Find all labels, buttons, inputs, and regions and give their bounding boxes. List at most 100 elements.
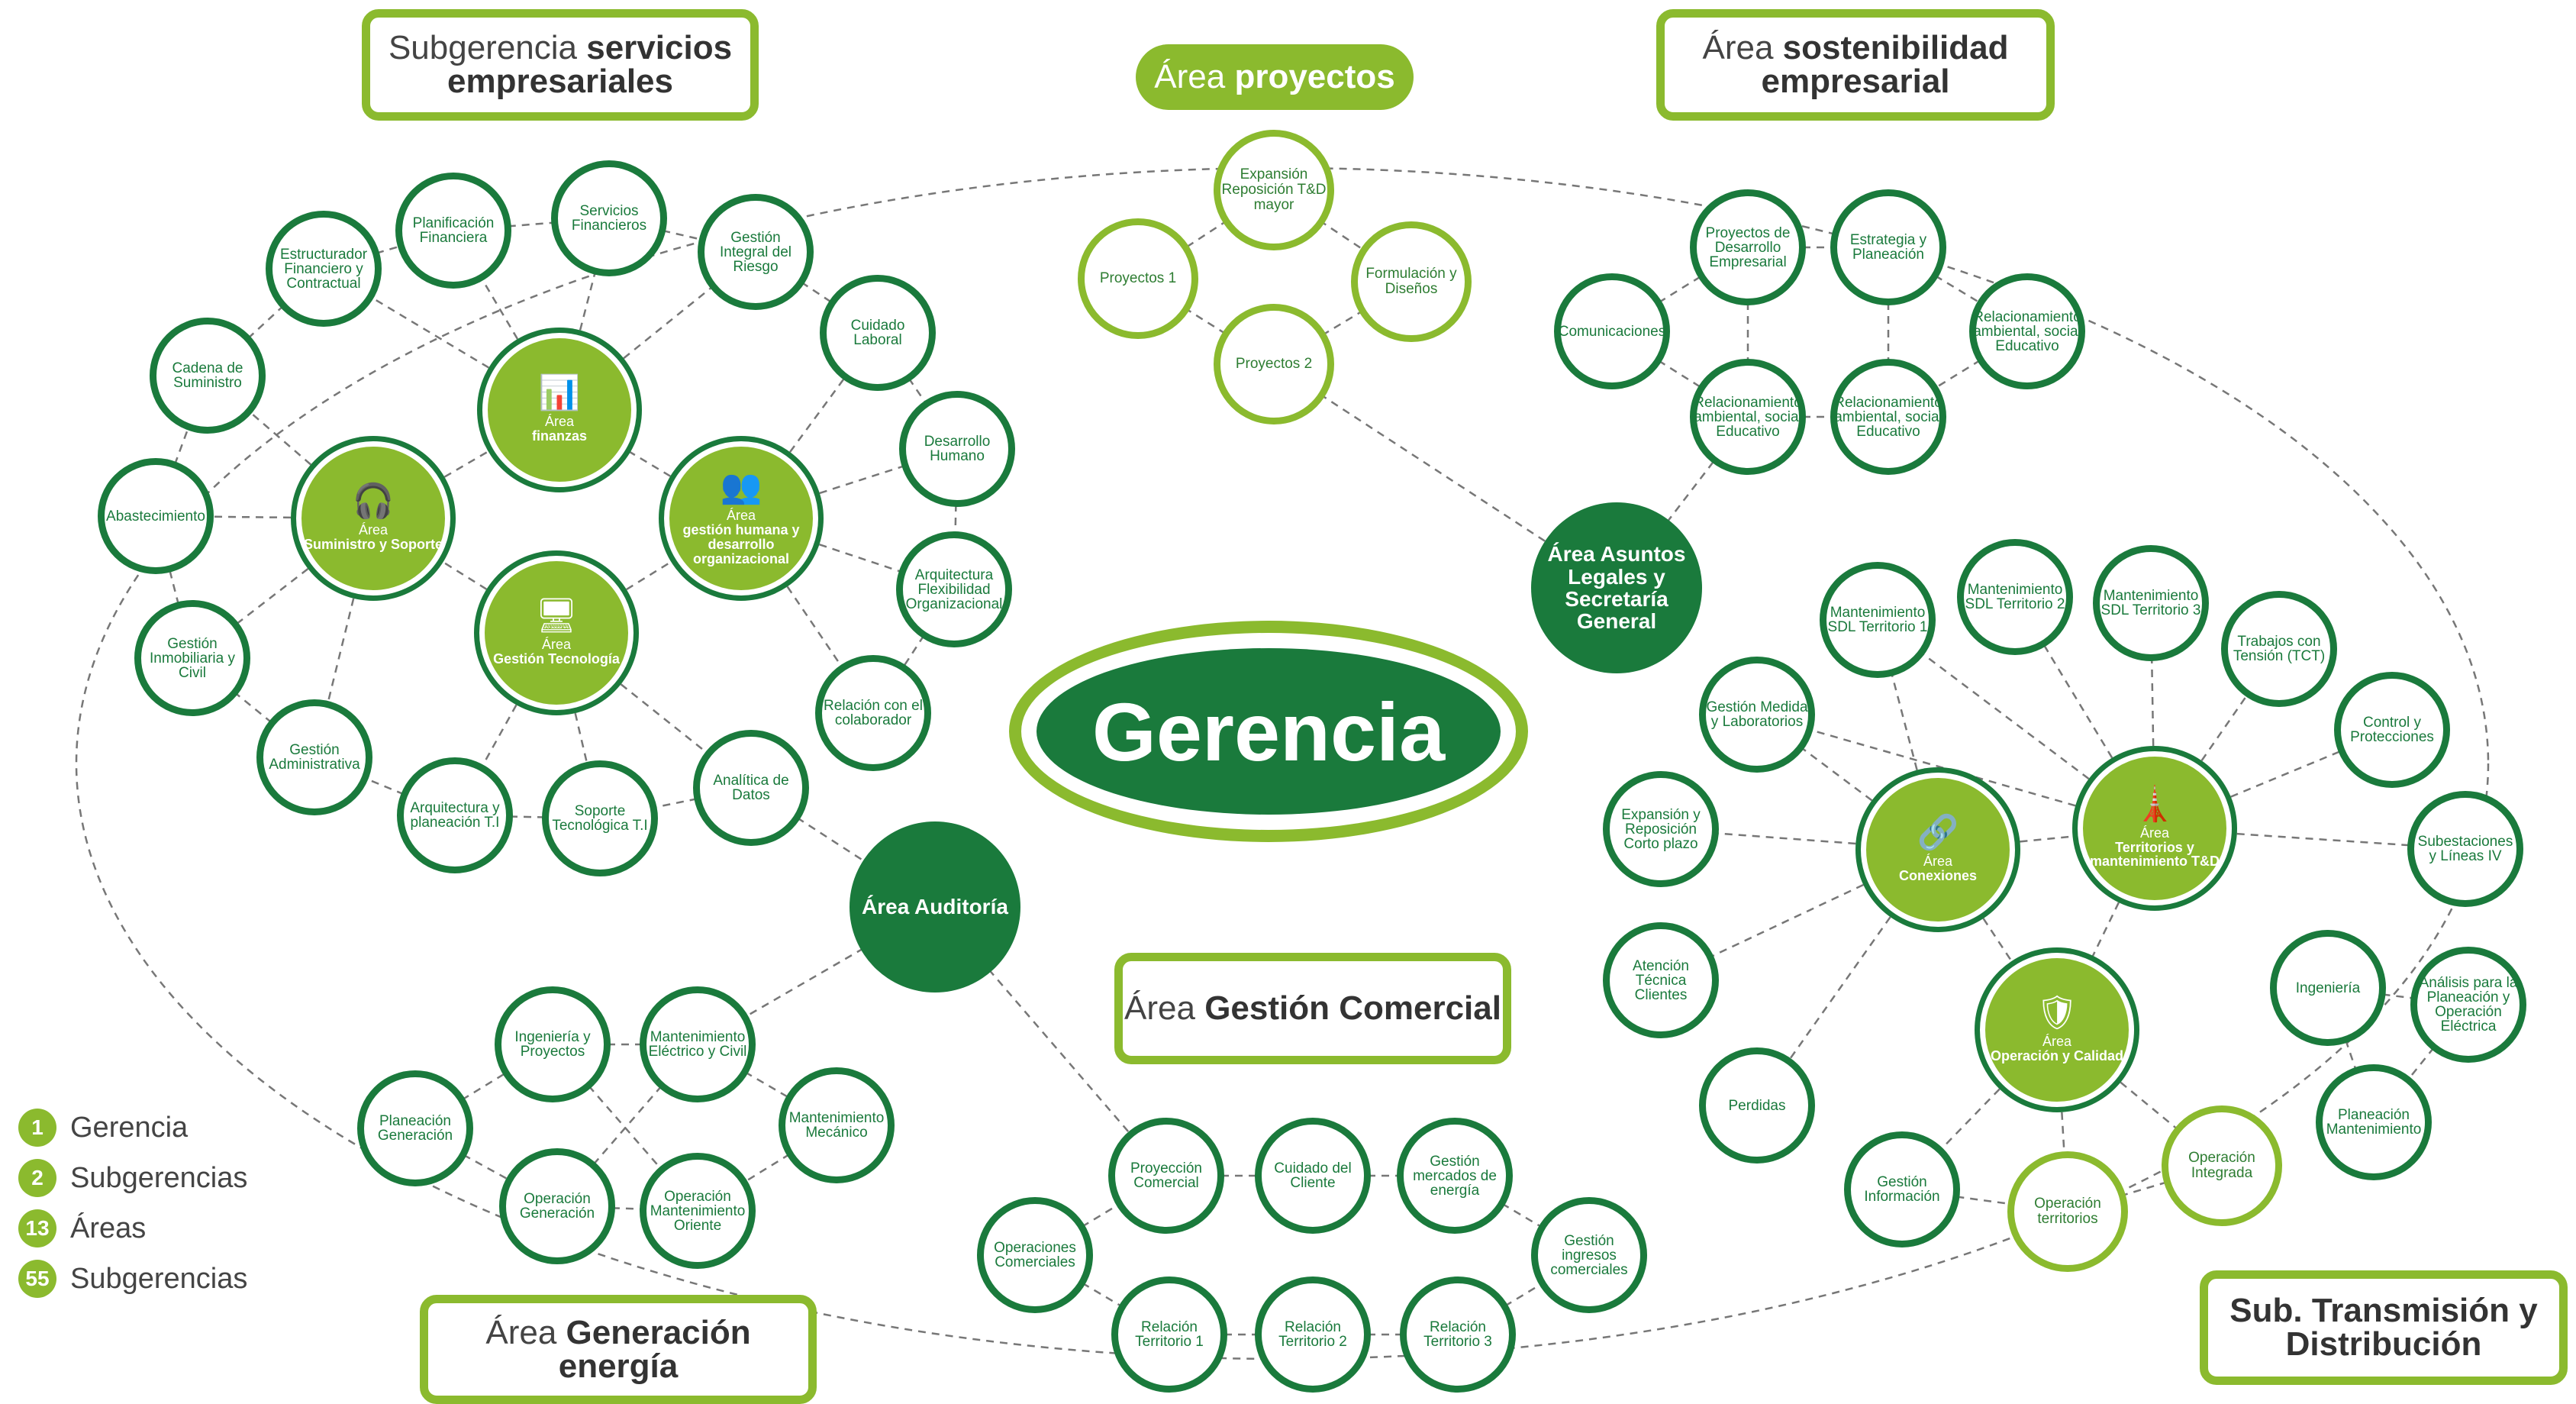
title-area-proyectos: Área proyectos	[1136, 44, 1414, 110]
node-operacion-integrada: Operación Integrada	[2162, 1105, 2282, 1226]
node-relacionamiento-2: Relacionamiento ambiental, social Educat…	[1690, 359, 1806, 475]
node-operacion-oriente: Operación Mantenimiento Oriente	[640, 1153, 756, 1269]
node-mantenimiento-electrico: Mantenimiento Eléctrico y Civil	[640, 986, 756, 1102]
connector-line	[740, 517, 955, 591]
node-gestion-informacion: Gestión Información	[1844, 1131, 1960, 1247]
node-gestion-inmobiliaria: Gestión Inmobiliaria y Civil	[134, 600, 250, 716]
node-control-protecciones: Control y Protecciones	[2334, 672, 2450, 788]
network-icon: 🔗	[1917, 814, 1959, 852]
node-ingenieria-proyectos: Ingeniería y Proyectos	[495, 986, 611, 1102]
node-ingresos-comerciales: Gestión ingresos comerciales	[1531, 1197, 1647, 1313]
node-cadena-suministro: Cadena de Suministro	[150, 318, 266, 434]
node-mantenimiento-sdl-3: Mantenimiento SDL Territorio 3	[2093, 545, 2209, 661]
node-comunicaciones: Comunicaciones	[1554, 273, 1670, 389]
node-analitica-datos: Analítica de Datos	[693, 730, 809, 846]
node-relacion-territorio-1: Relación Territorio 1	[1111, 1277, 1227, 1393]
node-relacionamiento-3: Relacionamiento ambiental, social Educat…	[1830, 359, 1946, 475]
node-planeacion-mantenimiento: Planeación Mantenimiento	[2316, 1064, 2432, 1180]
shield-icon: 🛡	[2036, 994, 2078, 1032]
node-operacion-territorios: Operación territorios	[2007, 1151, 2128, 1272]
node-relacionamiento-1: Relacionamiento ambiental, social Educat…	[1969, 273, 2085, 389]
node-arquitectura-ti: Arquitectura y planeación T.I	[397, 757, 513, 873]
node-expansion-corto-plazo: Expansión y Reposición Corto plazo	[1603, 771, 1719, 887]
node-atencion-tecnica: Atención Técnica Clientes	[1603, 922, 1719, 1038]
node-arquitectura-flexibilidad: Arquitectura Flexibilidad Organizacional	[896, 531, 1012, 647]
node-abastecimiento: Abastecimiento	[98, 458, 214, 574]
node-estrategia-planeacion: Estrategia y Planeación	[1830, 189, 1946, 305]
connector-line	[454, 814, 601, 820]
title-area-sostenibilidad: Área sostenibilidad empresarial	[1656, 9, 2055, 121]
node-perdidas: Perdidas	[1699, 1047, 1815, 1164]
connector-line	[2149, 602, 2156, 829]
node-proyeccion-comercial: Proyección Comercial	[1108, 1118, 1224, 1234]
tech-icon: 🖥	[535, 597, 578, 635]
title-area-generacion: Área Generación energía	[420, 1295, 817, 1404]
node-operacion-generacion: Operación Generación	[499, 1148, 615, 1264]
legend-badge: 55	[18, 1260, 56, 1298]
connector-line	[192, 518, 374, 659]
connector-line	[1756, 713, 1939, 851]
node-desarrollo-humano: Desarrollo Humano	[899, 391, 1015, 507]
node-operaciones-comerciales: Operaciones Comerciales	[977, 1197, 1093, 1313]
node-servicios-financieros: Servicios Financieros	[551, 160, 667, 276]
legend-label: Gerencia	[70, 1111, 189, 1144]
node-gestion-medida: Gestión Medida y Laboratorios	[1699, 657, 1815, 773]
node-proyectos-desarrollo: Proyectos de Desarrollo Empresarial	[1690, 189, 1806, 305]
node-mercados-energia: Gestión mercados de energía	[1397, 1118, 1513, 1234]
node-mantenimiento-sdl-1: Mantenimiento SDL Territorio 1	[1820, 562, 1936, 678]
connector-line	[1660, 848, 1939, 982]
node-estructurador: Estructurador Financiero y Contractual	[266, 211, 382, 327]
area-asuntos-legales: Área Asuntos Legales y Secretaría Genera…	[1531, 502, 1702, 673]
node-gestion-riesgo: Gestión Integral del Riesgo	[698, 194, 814, 310]
node-planeacion-generacion: Planeación Generación	[357, 1070, 473, 1186]
area-auditoria: Área Auditoría	[850, 821, 1020, 992]
node-relacion-territorio-3: Relación Territorio 3	[1400, 1277, 1516, 1393]
connector-line	[740, 332, 879, 519]
node-soporte-ti: Soporte Tecnológica T.I	[542, 760, 658, 876]
connector-line	[2326, 987, 2375, 1123]
node-mantenimiento-mecanico: Mantenimiento Mecánico	[779, 1067, 895, 1183]
connector-line	[2154, 827, 2466, 850]
legend-badge: 13	[18, 1209, 56, 1247]
people-icon: 👥	[720, 468, 762, 506]
title-sub-transmision: Sub. Transmisión y Distribución	[2200, 1270, 2568, 1385]
connector-line	[872, 589, 956, 714]
node-proyectos-1: Proyectos 1	[1078, 218, 1198, 339]
connector-line	[154, 515, 194, 659]
node-trabajos-tension: Trabajos con Tensión (TCT)	[2221, 591, 2337, 707]
connector-line	[2327, 986, 2469, 1006]
gerencia-center: Gerencia	[1009, 621, 1528, 842]
node-mantenimiento-sdl-2: Mantenimiento SDL Territorio 2	[1957, 539, 2073, 655]
legend-badge: 2	[18, 1159, 56, 1197]
connector-line	[740, 447, 958, 520]
node-expansion-td-mayor: Expansión Reposición T&D mayor	[1214, 130, 1334, 250]
node-cuidado-cliente: Cuidado del Cliente	[1255, 1118, 1371, 1234]
node-proyectos-2: Proyectos 2	[1214, 304, 1334, 424]
orbit-ellipse	[75, 166, 2490, 1360]
node-relacion-colaborador: Relación con el colaborador	[815, 655, 931, 771]
connector-line	[1755, 849, 1939, 1106]
legend-areas: 13 Áreas	[18, 1209, 146, 1247]
node-formulacion-disenos: Formulación y Diseños	[1351, 221, 1472, 342]
connector-line	[2055, 828, 2156, 1031]
node-analisis-planeacion: Análisis para la Planeación y Operación …	[2410, 947, 2526, 1063]
node-gestion-administrativa: Gestión Administrativa	[256, 699, 372, 815]
title-servicios-empresariales: Subgerencia servicios empresariales	[362, 9, 759, 121]
node-subestaciones: Subestaciones y Líneas IV	[2407, 791, 2523, 907]
chart-icon: 📊	[538, 374, 581, 412]
node-relacion-territorio-2: Relación Territorio 2	[1255, 1277, 1371, 1393]
legend-label: Áreas	[70, 1212, 147, 1244]
node-cuidado-laboral: Cuidado Laboral	[820, 275, 936, 391]
title-area-gestion-comercial: Área Gestión Comercial	[1114, 953, 1511, 1064]
node-ingenieria: Ingeniería	[2270, 930, 2386, 1046]
